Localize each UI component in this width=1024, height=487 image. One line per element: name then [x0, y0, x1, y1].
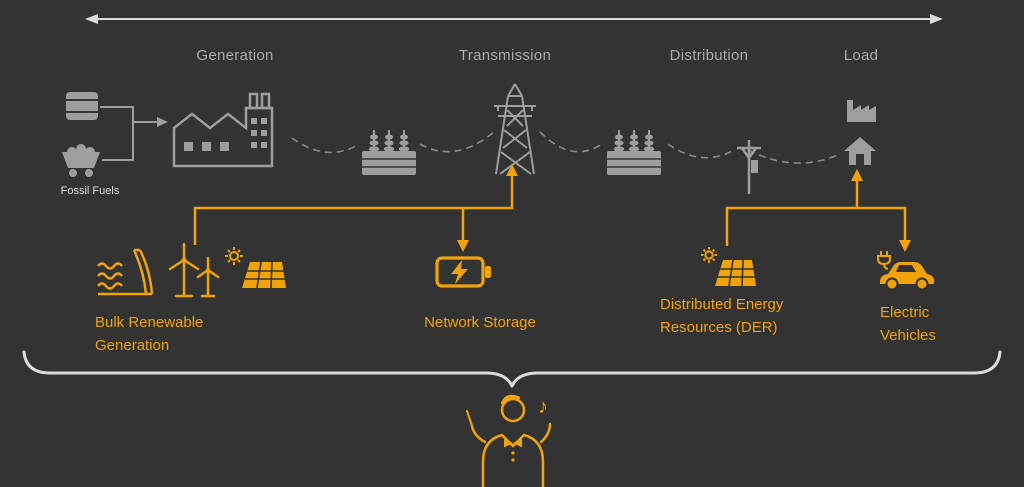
der-label: Distributed Energy Resources (DER): [660, 296, 784, 336]
ev-label: Electric Vehicles: [880, 304, 936, 344]
stage-label-transmission: Transmission: [458, 47, 552, 64]
power-plant-icon: [172, 92, 274, 168]
oil-barrel-icon: [66, 92, 98, 120]
transformer-icon: [362, 130, 416, 175]
curly-brace: [22, 350, 1002, 388]
house-icon: [844, 137, 876, 165]
network-storage-label: Network Storage: [424, 314, 536, 331]
stage-label-distribution: Distribution: [669, 47, 749, 64]
der-solar-icon: [701, 247, 756, 287]
battery-storage-icon: [435, 256, 491, 288]
solar-panel-icon: [225, 247, 286, 289]
coal-cart-icon: [62, 144, 100, 177]
factory-load-icon: [847, 100, 876, 122]
stage-label-load: Load: [843, 47, 879, 64]
conductor-icon: [466, 394, 552, 487]
bulk-renewable-label: Bulk Renewable Generation: [95, 314, 204, 354]
transmission-tower-icon: [494, 83, 536, 175]
wind-turbine-icon: [168, 242, 220, 298]
electric-car-icon: [877, 251, 934, 291]
stage-label-generation: Generation: [196, 47, 274, 64]
renewables-connector-arrows: [193, 164, 518, 252]
utility-pole-icon: [737, 140, 761, 194]
top-flow-arrow: [85, 14, 943, 24]
fossil-to-plant-arrow: [100, 106, 168, 161]
transformer-icon: [607, 130, 661, 175]
fossil-fuels-label: Fossil Fuels: [60, 185, 120, 197]
der-connector-arrows: [725, 169, 911, 252]
music-note-icon: ♪: [538, 396, 548, 418]
hydro-dam-icon: [97, 248, 154, 296]
